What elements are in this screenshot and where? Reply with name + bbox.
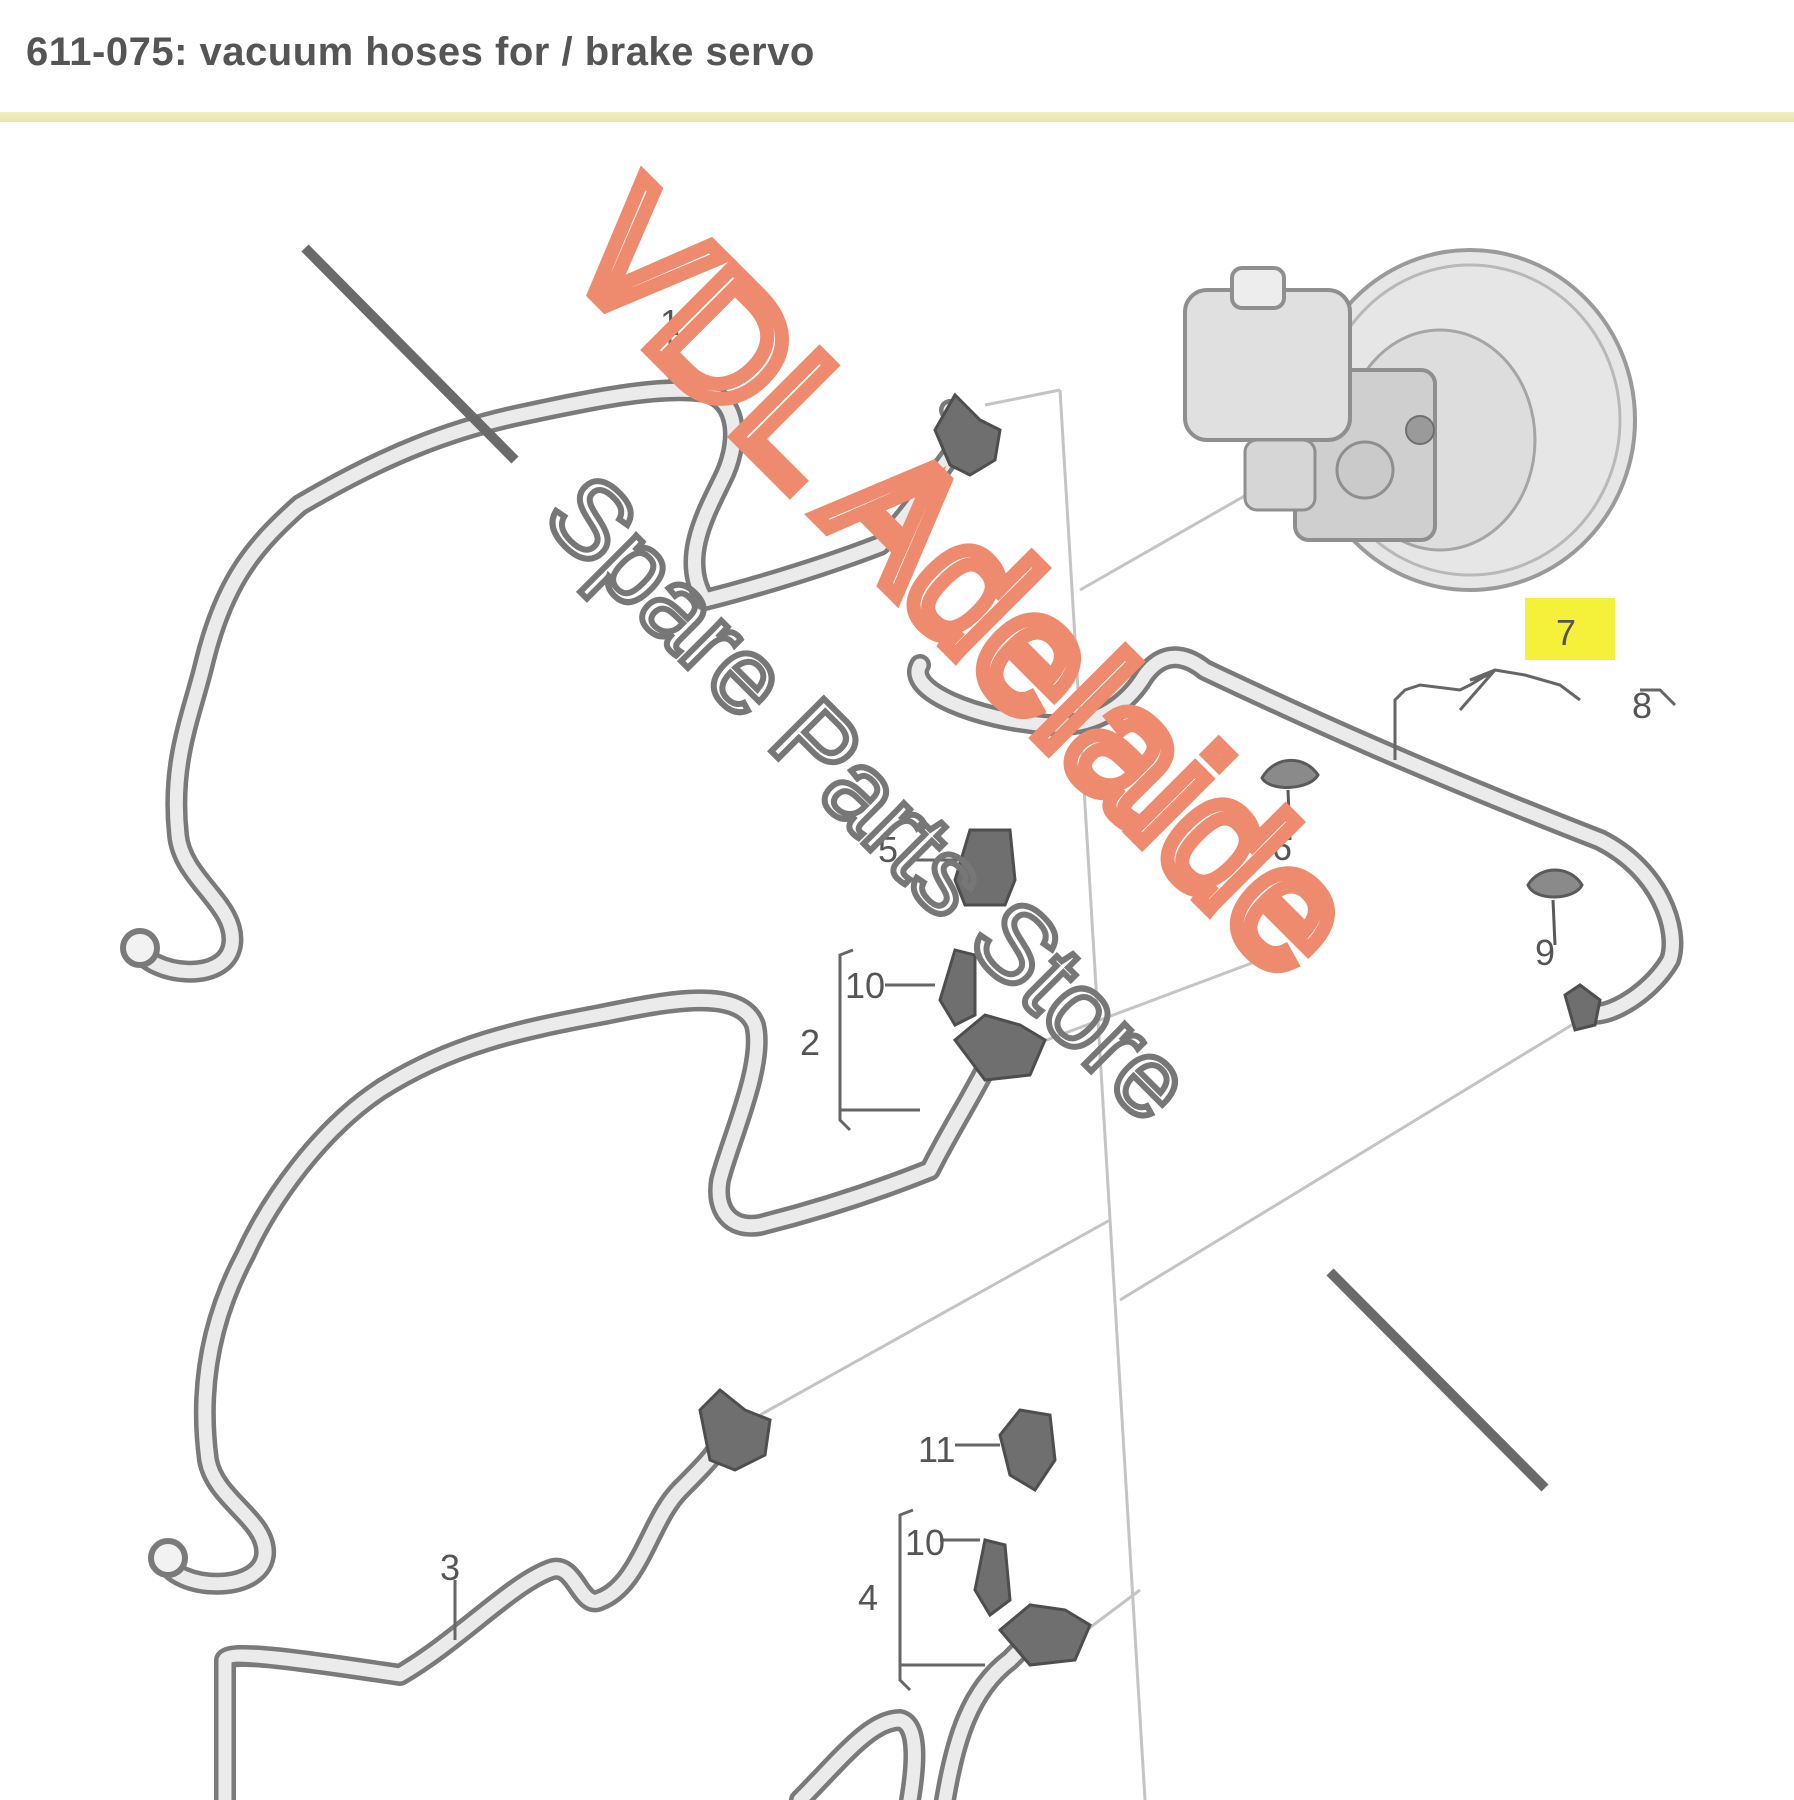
fluid-reservoir xyxy=(1183,288,1352,442)
leader-8 xyxy=(1640,688,1677,707)
clip-8-stem xyxy=(1286,789,1292,841)
hose-3-connector xyxy=(698,1387,772,1472)
connector-valves xyxy=(698,392,1602,1667)
vacuum-hose-7 xyxy=(907,646,1684,1025)
callout-7: 7 xyxy=(1556,612,1576,653)
bracket-4 xyxy=(898,1508,985,1692)
callout-6: 6 xyxy=(1272,827,1292,868)
diagram-title: 611-075: vacuum hoses for / brake servo xyxy=(26,30,815,74)
vacuum-hose-3 xyxy=(214,1419,736,1800)
header-divider xyxy=(0,112,1794,122)
grommet-5 xyxy=(953,828,1017,907)
vacuum-hose-1 xyxy=(120,379,972,983)
grommet-11 xyxy=(998,1408,1057,1493)
callout-4: 4 xyxy=(858,1577,878,1618)
callout-numbers: 1 2 3 4 5 6 7 8 9 10 10 11 xyxy=(440,302,1652,1618)
guide-line-4 xyxy=(1119,1018,1581,1302)
connector-4 xyxy=(997,1603,1092,1667)
clip-9-stem xyxy=(1551,899,1557,946)
guide-line-3 xyxy=(1019,958,1261,1052)
hose-1-connector xyxy=(933,392,1002,477)
bracket-leaders xyxy=(453,335,1677,1692)
hose-7-connector xyxy=(1563,983,1602,1032)
callout-3: 3 xyxy=(440,1547,460,1588)
bracket-2 xyxy=(838,948,920,1132)
bracket-7 xyxy=(1393,668,1581,760)
callout-9: 9 xyxy=(1535,932,1555,973)
reservoir-cap xyxy=(1230,266,1286,310)
callout-5: 5 xyxy=(878,829,898,870)
clip-8 xyxy=(1260,758,1320,789)
valve-10-lower xyxy=(973,1538,1012,1618)
callout-1: 1 xyxy=(660,302,680,343)
callout-11: 11 xyxy=(918,1429,955,1470)
vacuum-hose-2 xyxy=(148,989,1001,1595)
vacuum-hose-4 xyxy=(789,1619,1046,1800)
callout-7-highlight xyxy=(1525,598,1615,660)
watermark-bar-left xyxy=(301,244,519,464)
clip-9 xyxy=(1526,868,1584,899)
watermark-bar-right xyxy=(1326,1268,1549,1492)
clips xyxy=(1260,758,1584,946)
callout-10-lower: 10 xyxy=(905,1522,945,1563)
connector-2 xyxy=(952,1013,1047,1082)
callout-8: 8 xyxy=(1632,685,1652,726)
page-header: 611-075: vacuum hoses for / brake servo xyxy=(0,0,1794,112)
callout-2: 2 xyxy=(800,1022,820,1063)
callout-10-upper: 10 xyxy=(845,965,885,1006)
guide-line-5 xyxy=(759,1218,1111,1417)
guide-line-1 xyxy=(984,388,1061,407)
brake-servo-assembly xyxy=(1183,248,1637,592)
valve-10-upper xyxy=(938,948,977,1027)
main-guide-line xyxy=(1058,389,1147,1800)
